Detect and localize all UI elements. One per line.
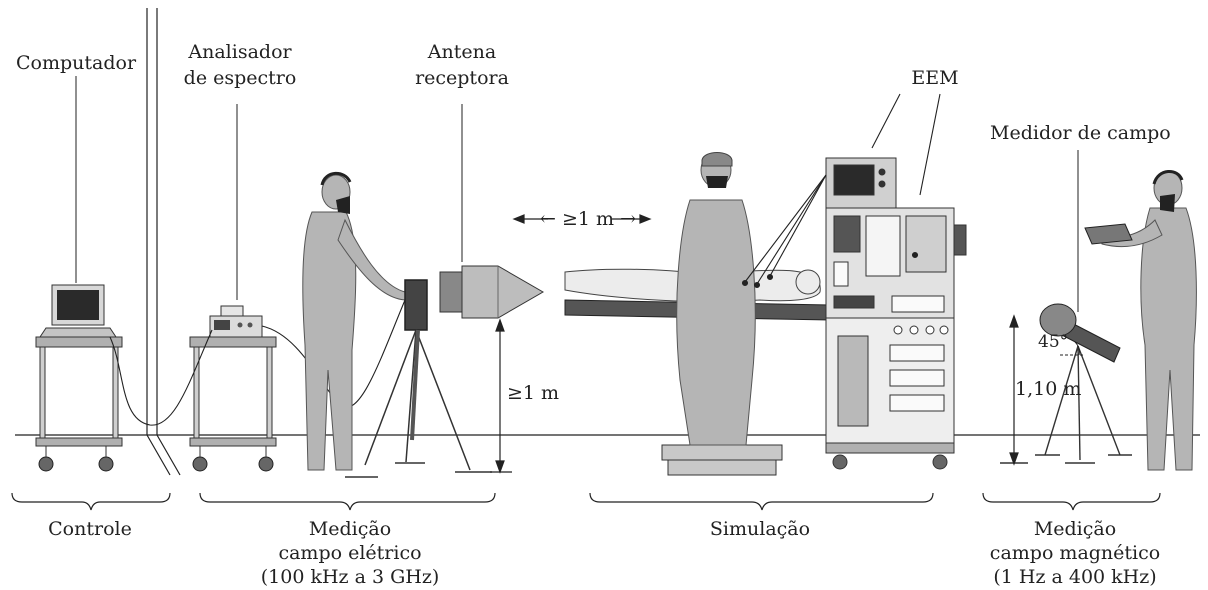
anesthesia-machine <box>826 158 966 469</box>
group-magnetico-line2: campo magnético <box>980 541 1170 565</box>
group-controle: Controle <box>20 517 160 541</box>
surgeon-mask <box>706 176 728 188</box>
group-eletrico-line2: campo elétrico <box>260 541 440 565</box>
magnetic-tripod <box>1000 346 1132 463</box>
label-computador: Computador <box>16 51 136 75</box>
group-eletrico-line3: (100 kHz a 3 GHz) <box>260 565 440 589</box>
surgeon <box>677 153 756 445</box>
brace-simulacao <box>590 493 933 510</box>
label-distance-vertical: ≥1 m <box>507 381 559 405</box>
surgeon-cap <box>702 153 732 167</box>
group-eletrico-line1: Medição <box>260 517 440 541</box>
brace-eletrico <box>200 493 495 510</box>
analyzer-cart <box>190 337 276 471</box>
group-magnetico-line3: (1 Hz a 400 kHz) <box>980 565 1170 589</box>
clipboard <box>1085 224 1132 244</box>
brace-controle <box>12 493 170 510</box>
label-analisador-line1: Analisador <box>180 40 300 64</box>
operator-person-left <box>303 175 405 470</box>
wall-lines <box>147 8 180 475</box>
face-mask-right <box>1160 194 1175 212</box>
laptop-computer <box>40 285 116 337</box>
label-height: 1,10 m <box>1015 377 1081 401</box>
group-magnetico-line1: Medição <box>980 517 1170 541</box>
label-antena-line1: Antena <box>414 40 510 64</box>
label-analisador-line2: de espectro <box>180 66 300 90</box>
group-simulacao: Simulação <box>690 517 830 541</box>
label-antena-line2: receptora <box>414 66 510 90</box>
group-braces <box>12 493 1160 510</box>
brace-magnetico <box>983 493 1160 510</box>
label-medidor-de-campo: Medidor de campo <box>990 121 1170 145</box>
field-meter-person <box>1100 171 1196 470</box>
label-angle: 45° <box>1038 330 1068 354</box>
receiving-antenna <box>440 266 543 318</box>
label-distance-horizontal: ← ≥1 m → <box>540 207 628 231</box>
label-eem: EEM <box>905 66 965 90</box>
computer-cart <box>36 337 122 471</box>
spectrum-analyzer <box>210 306 262 337</box>
